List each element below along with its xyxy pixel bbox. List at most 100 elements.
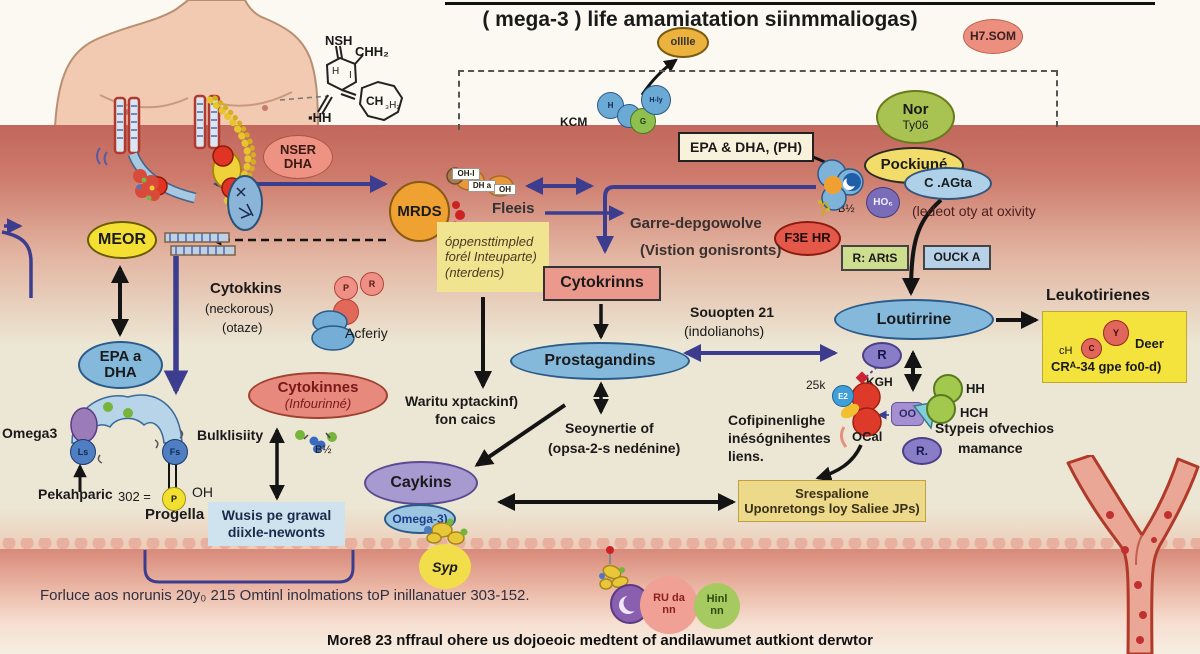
omega3-label: Omega3	[2, 425, 58, 441]
r-dot-ellipse: R.	[902, 437, 942, 465]
cytokkins-label-2: (neckorous)	[205, 301, 274, 316]
souopten-label-2: (indolianohs)	[684, 323, 765, 339]
waritu-label-2: fon caics	[435, 411, 496, 427]
kcm-hly-circle: H-ly	[641, 85, 671, 115]
ledeot-label: (ledeot oty at oxivity	[912, 203, 1036, 219]
nor-ellipse: Nor Ty06	[876, 90, 955, 144]
rudann-label-2: nn	[662, 604, 676, 616]
fleeis-label: Fleeis	[492, 200, 535, 217]
arrow-cell-to-cytokrinns	[596, 185, 816, 254]
r-upper-label: R	[877, 347, 887, 363]
omega3-ellipse-label: Omega-3)	[392, 511, 448, 526]
note-line-3: (nterdens)	[445, 264, 505, 280]
arrow-diagonal-caykins	[474, 403, 567, 467]
kcm-label: KCM	[560, 115, 588, 129]
b12-mid-label: B½	[315, 444, 332, 456]
e2-label: E2	[838, 391, 848, 401]
bottom-band	[0, 549, 1200, 654]
ollile-ellipse: olllle	[657, 27, 709, 58]
nser-label-2: DHA	[283, 156, 313, 171]
hch-circle	[926, 394, 956, 424]
connector-r-dash	[865, 366, 878, 378]
cytokkins-label-1: Cytokkins	[210, 280, 282, 297]
leuko-c-label: C	[1088, 344, 1095, 353]
dh-a-label: DH a	[472, 181, 492, 191]
connector-left-curve	[1, 230, 33, 298]
cofip-label-2: inésógnihentes	[728, 430, 831, 446]
r-circle-upper: R	[862, 342, 902, 369]
p-circle-small: P	[162, 487, 186, 511]
connector-bottom-bracket	[143, 550, 355, 584]
f3e-hr-label: F3E HR	[784, 230, 831, 246]
nser-label-1: NSER	[279, 141, 317, 157]
f3e-hr-ellipse: F3E HR	[774, 221, 841, 256]
epa-dha-ph-label: EPA & DHA, (PH)	[690, 138, 802, 155]
kcm-h-label: H	[607, 101, 614, 110]
caykins-label: Caykins	[390, 474, 452, 492]
fs-circle: Fs	[162, 439, 188, 465]
epa-dha-ph-box: EPA & DHA, (PH)	[678, 132, 814, 162]
b12-molecule	[295, 430, 337, 453]
leukotirienes-label: Leukotirienes	[1046, 287, 1151, 304]
acferiy-r-label: R	[368, 279, 376, 289]
caykins-ellipse: Caykins	[364, 461, 478, 505]
title-rule	[445, 2, 1155, 5]
hch-label: HCH	[960, 405, 989, 420]
note-line-1: óppensttimpled	[445, 234, 534, 249]
cytokinnes-label-2: (Infourinné)	[284, 395, 352, 411]
ls-label: Ls	[77, 447, 89, 457]
arrow-curve-srespalione	[815, 444, 863, 482]
nor-label-2: Ty06	[902, 117, 929, 132]
dashed-boundary-top	[458, 70, 1057, 72]
rudann-circle: RU da nn	[640, 576, 698, 634]
ring-h-label: H	[332, 66, 340, 77]
acferiy-r-circle: R	[360, 272, 384, 296]
torso-illustration	[53, 0, 330, 127]
page-title: ( mega-3 ) life amamiatation siinmmaliog…	[482, 8, 918, 31]
leuko-y-label: Y	[1112, 328, 1119, 338]
cytokinnes-label-1: Cytokinnes	[277, 379, 359, 397]
syp-circle: Syp	[419, 544, 471, 589]
mrds-label: MRDS	[397, 203, 442, 220]
acferiy-p-circle: P	[334, 276, 358, 300]
oh-i-tag: OH-I	[452, 168, 480, 180]
e2-circle: E2	[832, 385, 854, 407]
eq302-label: 302 =	[118, 489, 151, 504]
cell-illustration	[817, 159, 864, 217]
cofip-label-3: liens.	[728, 448, 764, 464]
waritu-label-1: Waritu xptackinf)	[405, 393, 519, 409]
hh-label: HH	[966, 381, 985, 396]
srespalione-box: Srespalione Uponretongs loy Saliee JPs)	[738, 480, 926, 522]
ls-circle: Ls	[70, 439, 96, 465]
kcm-g-label: G	[639, 116, 647, 126]
chh2-label: CHH₂	[355, 44, 389, 59]
ch-label: CH	[366, 94, 384, 108]
chemical-structure-icon	[317, 45, 404, 122]
r-dot-label: R.	[916, 443, 928, 458]
srespalione-label-2: Uponretongs loy Saliee JPs)	[744, 501, 920, 516]
arrow-cagta-loutirine	[902, 198, 943, 296]
dh-a-tag: DH a	[468, 180, 496, 192]
pekahparic-label: Pekahparic	[38, 486, 113, 502]
prostagandins-label: Prostagandins	[544, 352, 656, 370]
connector-progella	[168, 462, 177, 490]
stypeis-label-2: mamance	[958, 440, 1023, 456]
ho6-circle: HO₆	[866, 187, 900, 218]
seoynertie-label-1: Seoynertie of	[565, 420, 654, 436]
fs-label: Fs	[169, 447, 181, 457]
progella-label: Progella	[145, 506, 205, 523]
syp-molecule	[424, 518, 468, 545]
note-line-2: forél Inteuparte)	[445, 249, 537, 265]
syp-label: Syp	[432, 558, 458, 575]
cytokinnes-ellipse: Cytokinnes (Infourinné)	[248, 372, 388, 419]
cytokrinns-box: Cytokrinns	[543, 266, 661, 301]
stypeis-label-1: Stypeis ofvechios	[935, 420, 1055, 436]
c-agta-label: C .AGta	[924, 175, 972, 191]
loutirine-label: Loutirrine	[876, 310, 952, 328]
enzyme-illustration	[70, 394, 184, 464]
ring-i-label: I	[349, 70, 352, 81]
epa-a-dha-label-2: DHA	[104, 364, 137, 381]
souopten-label-1: Souopten 21	[690, 304, 775, 320]
